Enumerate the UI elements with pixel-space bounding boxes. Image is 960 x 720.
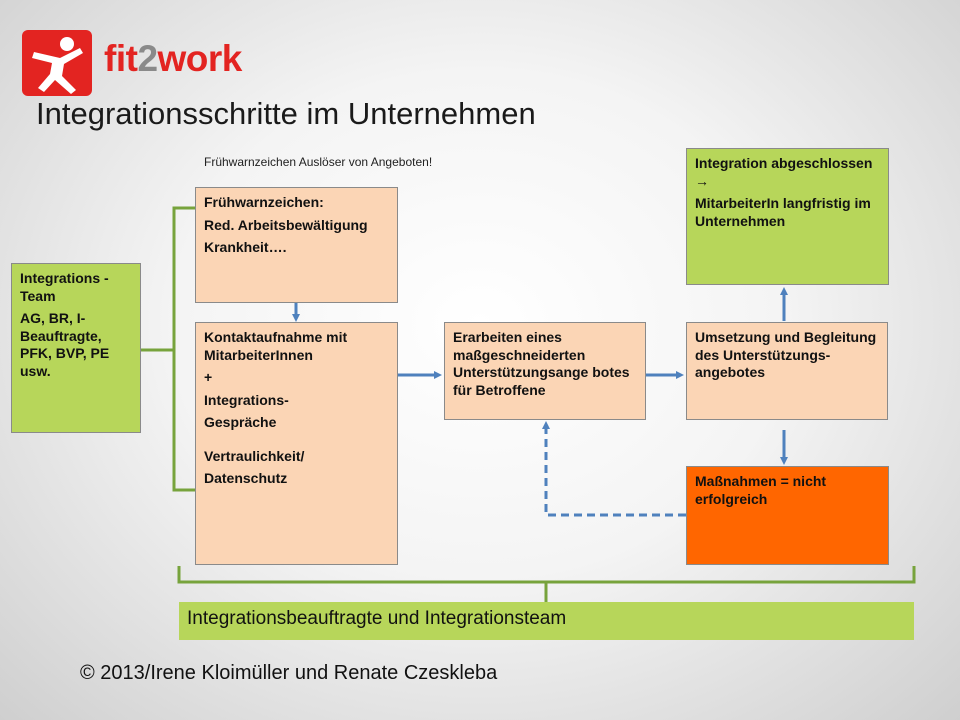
complete-box-line1: Integration abgeschlossen — [695, 155, 873, 171]
complete-box: Integration abgeschlossen → MitarbeiterI… — [686, 148, 889, 285]
complete-box-line1-wrap: Integration abgeschlossen → — [695, 155, 880, 190]
contact-box-line4: Gespräche — [204, 414, 277, 430]
team-box-heading: Integrations -Team — [20, 270, 109, 304]
team-bracket — [172, 206, 196, 492]
warning-box-line2: Red. Arbeitsbewältigung — [204, 216, 368, 233]
warning-box-line3: Krankheit…. — [204, 239, 287, 255]
complete-box-line2: MitarbeiterIn langfristig im Unternehmen — [695, 195, 871, 229]
footer-bar: Integrationsbeauftragte und Integrations… — [179, 602, 914, 640]
fail-box-text: Maßnahmen = nicht erfolgreich — [695, 473, 827, 507]
person-jumping-icon — [32, 37, 83, 94]
arrow-right-icon: → — [695, 172, 709, 189]
contact-box-line5: Vertraulichkeit/ — [204, 447, 305, 464]
arrow-fail-to-develop-dashed — [542, 421, 686, 517]
contact-box: Kontaktaufnahme mit MitarbeiterInnen + I… — [195, 322, 398, 565]
bottom-bracket — [177, 566, 916, 584]
team-box-body: AG, BR, I-Beauftragte, PFK, BVP, PE usw. — [20, 310, 110, 379]
contact-box-line6: Datenschutz — [204, 470, 288, 486]
copyright-text: © 2013/Irene Kloimüller und Renate Czesk… — [80, 662, 498, 684]
fail-box: Maßnahmen = nicht erfolgreich — [686, 466, 889, 565]
logo-icon — [22, 30, 92, 96]
page-title: Integrationsschritte im Unternehmen — [36, 96, 536, 131]
warning-box-line1: Frühwarnzeichen: — [204, 194, 324, 210]
develop-box: Erarbeiten eines maßgeschneiderten Unter… — [444, 322, 646, 420]
implement-box-text: Umsetzung und Begleitung des Unterstützu… — [695, 329, 877, 380]
warning-box: Frühwarnzeichen: Red. Arbeitsbewältigung… — [195, 187, 398, 303]
contact-box-line1: Kontaktaufnahme mit MitarbeiterInnen — [204, 329, 348, 363]
brand-logo: fit2work — [104, 38, 242, 79]
note-text: Frühwarnzeichen Auslöser von Angeboten! — [204, 155, 433, 169]
develop-box-text: Erarbeiten eines maßgeschneiderten Unter… — [453, 329, 630, 398]
contact-box-line3: Integrations- — [204, 391, 289, 408]
contact-box-line2: + — [204, 369, 213, 385]
implement-box: Umsetzung und Begleitung des Unterstützu… — [686, 322, 888, 420]
team-box: Integrations -Team AG, BR, I-Beauftragte… — [11, 263, 141, 433]
